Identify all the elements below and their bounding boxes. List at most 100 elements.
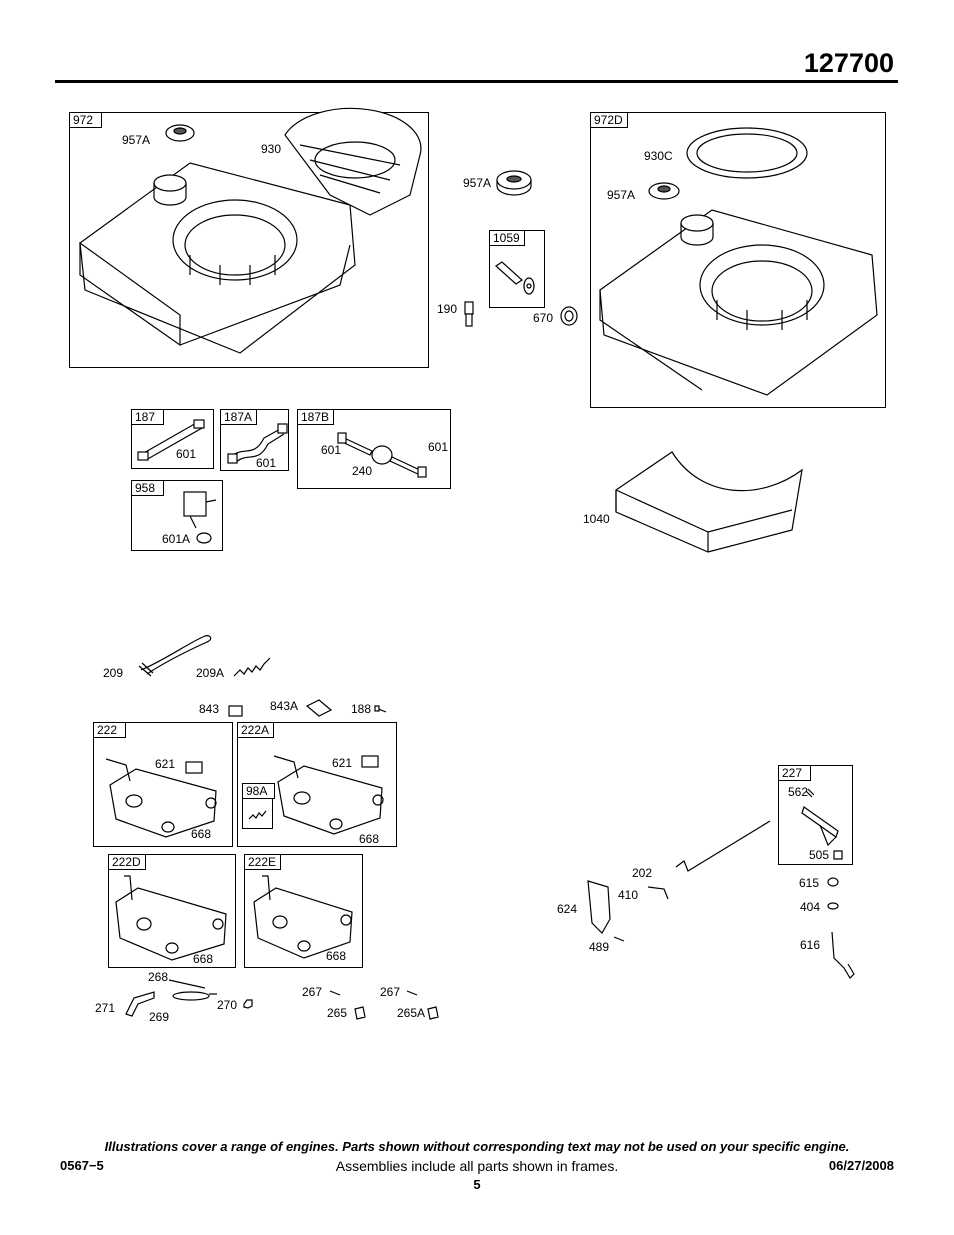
- frame-222D: 222D: [108, 854, 236, 968]
- lever-271-illustration: [125, 991, 155, 1017]
- screw-267-illustration: [329, 990, 341, 996]
- frame-label: 187A: [220, 409, 258, 425]
- frame-label: 222D: [108, 854, 146, 870]
- part-label-624: 624: [557, 902, 578, 916]
- frame-label: 187: [131, 409, 164, 425]
- part-label-843A: 843A: [270, 699, 299, 713]
- part-label-209A: 209A: [196, 666, 225, 680]
- footer-disclaimer: Illustrations cover a range of engines. …: [104, 1139, 850, 1154]
- spring-209-illustration: [138, 635, 212, 677]
- frame-187B: 187B: [297, 409, 451, 489]
- part-label-601: 601: [428, 440, 449, 454]
- frame-187A: 187A: [220, 409, 289, 471]
- cover-1040-illustration: [615, 451, 803, 553]
- part-label-668: 668: [193, 952, 214, 966]
- fuel-line-187-illustration: [137, 419, 205, 461]
- part-label-202: 202: [632, 866, 653, 880]
- part-label-957A: 957A: [463, 176, 492, 190]
- frame-label: 98A: [242, 783, 275, 799]
- fuel-tank-illustration: [79, 107, 422, 354]
- fuel-cap-illustration: [496, 170, 532, 196]
- valve-190-illustration: [464, 301, 474, 327]
- part-843A-illustration: [305, 699, 333, 717]
- governor-lever-illustration: [801, 788, 843, 860]
- fuel-line-187A-illustration: [227, 423, 288, 464]
- part-label-268: 268: [148, 970, 169, 984]
- frame-label: 222E: [244, 854, 282, 870]
- frame-187: 187: [131, 409, 214, 469]
- part-label-404: 404: [800, 900, 821, 914]
- part-label-265: 265: [327, 1006, 348, 1020]
- part-label-601: 601: [256, 456, 277, 470]
- link-616-illustration: [831, 931, 855, 979]
- part-label-601: 601: [321, 443, 342, 457]
- governor-bracket-222E-illustration: [253, 875, 353, 959]
- frame-label: 227: [778, 765, 811, 781]
- part-label-267: 267: [302, 985, 323, 999]
- frame-98A: 98A: [242, 783, 275, 829]
- part-label-410: 410: [618, 888, 639, 902]
- clip-621-illustration: [361, 755, 379, 768]
- frame-label: 972D: [590, 112, 628, 128]
- governor-bracket-222D-illustration: [115, 875, 227, 961]
- frame-1059: 1059: [489, 230, 545, 308]
- spring-209A-illustration: [233, 657, 271, 677]
- part-843-illustration: [228, 705, 243, 717]
- fitting-illustration: [495, 261, 535, 295]
- header-rule: [55, 80, 898, 83]
- spring-98A-illustration: [248, 810, 267, 820]
- part-label-269: 269: [149, 1010, 170, 1024]
- page-number: 5: [473, 1177, 481, 1192]
- nut-615-illustration: [827, 877, 839, 887]
- cable-268-illustration: [168, 979, 217, 1001]
- nut-270-illustration: [243, 999, 253, 1009]
- footer-code: 0567−5: [60, 1158, 104, 1173]
- part-label-930C: 930C: [644, 149, 673, 163]
- frame-958: 958: [131, 480, 223, 551]
- governor-link-illustration: [587, 820, 771, 942]
- frame-label: 222: [93, 722, 126, 738]
- frame-222E: 222E: [244, 854, 363, 968]
- frame-222A: 222A: [237, 722, 397, 847]
- part-label-843: 843: [199, 702, 220, 716]
- washer-404-illustration: [827, 902, 839, 910]
- part-label-267: 267: [380, 985, 401, 999]
- shutoff-valve-illustration: [183, 491, 217, 544]
- governor-bracket-222-illustration: [105, 758, 217, 838]
- frame-227: 227: [778, 765, 853, 865]
- frame-label: 958: [131, 480, 164, 496]
- part-label-621: 621: [155, 757, 176, 771]
- part-label-930: 930: [261, 142, 282, 156]
- part-label-209: 209: [103, 666, 124, 680]
- bracket-265A-illustration: [427, 1006, 439, 1020]
- frame-972D: 972D: [590, 112, 886, 408]
- part-label-601A: 601A: [162, 532, 191, 546]
- screw-267-illustration: [406, 990, 418, 996]
- part-label-615: 615: [799, 876, 820, 890]
- fuel-tank-972D-illustration: [599, 127, 878, 396]
- frame-972: 972: [69, 112, 429, 368]
- part-label-668: 668: [191, 827, 212, 841]
- document-number: 127700: [803, 48, 894, 78]
- part-label-670: 670: [533, 311, 554, 325]
- part-label-616: 616: [800, 938, 821, 952]
- part-label-957A: 957A: [122, 133, 151, 147]
- frame-label: 972: [69, 112, 102, 128]
- footer-assemblies-note: Assemblies include all parts shown in fr…: [335, 1158, 619, 1174]
- bushing-670-illustration: [560, 306, 578, 326]
- footer-date: 06/27/2008: [828, 1158, 894, 1173]
- part-label-668: 668: [359, 832, 380, 846]
- fuel-filter-illustration: [337, 432, 427, 478]
- frame-222: 222: [93, 722, 233, 847]
- part-label-957A: 957A: [607, 188, 636, 202]
- clip-621-illustration: [185, 761, 203, 774]
- part-label-271: 271: [95, 1001, 116, 1015]
- frame-label: 222A: [237, 722, 275, 738]
- governor-bracket-222A-illustration: [273, 755, 384, 835]
- part-label-240: 240: [352, 464, 373, 478]
- screw-188-illustration: [374, 705, 387, 713]
- part-label-562: 562: [788, 785, 809, 799]
- bracket-265-illustration: [354, 1006, 366, 1020]
- frame-label: 1059: [489, 230, 525, 246]
- part-label-1040: 1040: [583, 512, 610, 526]
